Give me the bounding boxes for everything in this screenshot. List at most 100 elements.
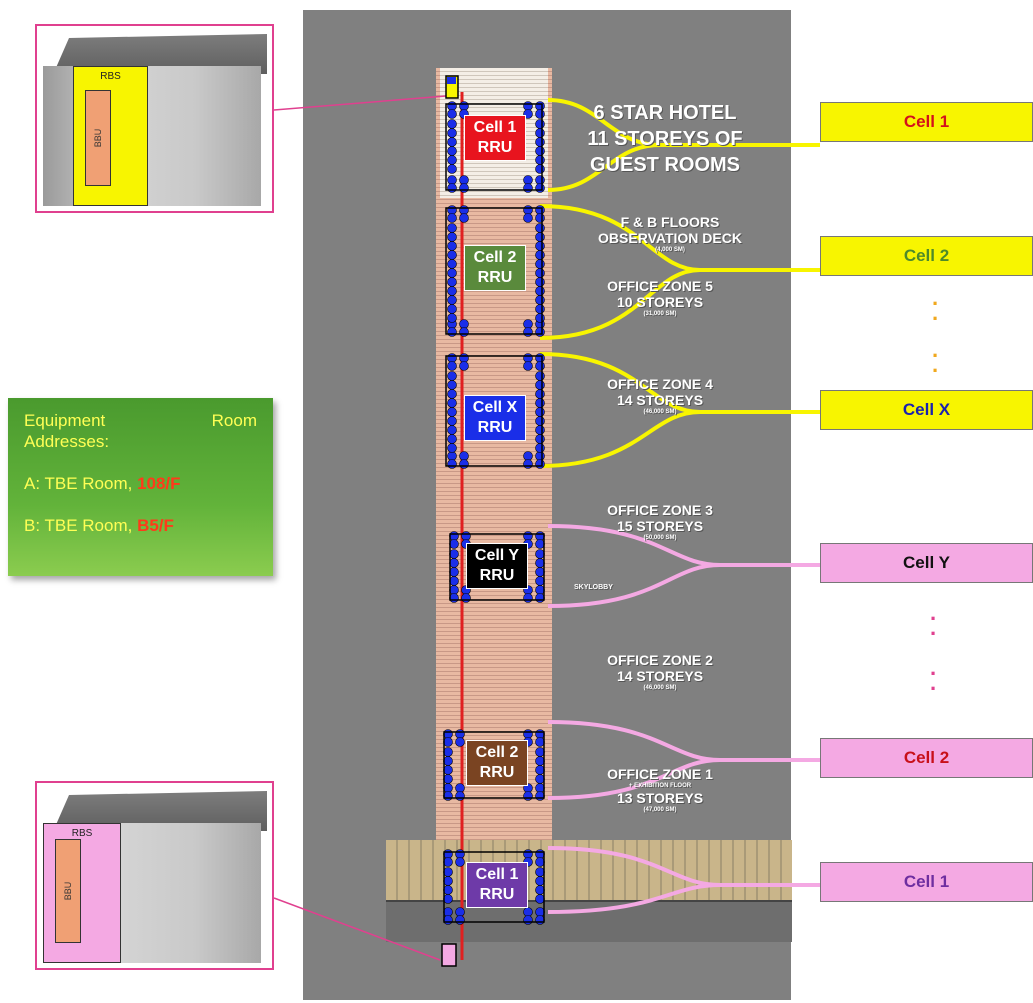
antenna-icon (524, 320, 533, 329)
zone-4-line2: 14 STOREYS (560, 392, 760, 408)
zone-2-area: (46,000 SM) (560, 684, 760, 692)
antenna-icon (536, 460, 545, 469)
antenna-icon (536, 260, 545, 269)
zone-office-3: OFFICE ZONE 3 15 STOREYS (50,000 SM) (560, 502, 760, 542)
antenna-icon (444, 868, 453, 877)
antenna-icon (448, 251, 457, 260)
antenna-icon (536, 278, 545, 287)
antenna-icon (448, 110, 457, 119)
antenna-icon (448, 184, 457, 193)
antenna-icon (536, 858, 545, 867)
antenna-icon (456, 858, 465, 867)
antenna-icon (524, 102, 533, 111)
antenna-icon (536, 224, 545, 233)
antenna-icon (536, 110, 545, 119)
antenna-icon (444, 850, 453, 859)
antenna-icon (536, 156, 545, 165)
rru-line2: RRU (465, 268, 525, 288)
rru-line1: Cell 1 (465, 118, 525, 138)
antenna-icon (536, 730, 545, 739)
antenna-icon (536, 296, 545, 305)
antenna-icon (448, 214, 457, 223)
antenna-icon (448, 260, 457, 269)
antenna-icon (536, 120, 545, 129)
antenna-icon (524, 730, 533, 739)
zone-1-line3: 13 STOREYS (560, 790, 760, 806)
rru-line1: Cell 1 (467, 865, 527, 885)
cell-label-2-top: Cell 2 (820, 236, 1033, 276)
antenna-icon (536, 328, 545, 337)
antenna-icon (536, 748, 545, 757)
antenna-icon (456, 850, 465, 859)
antenna-icon (536, 738, 545, 747)
antenna-icon (536, 372, 545, 381)
zone-1-area: (47,000 SM) (560, 806, 760, 814)
antenna-icon (536, 850, 545, 859)
antenna-icon (536, 408, 545, 417)
zone-4-area: (46,000 SM) (560, 408, 760, 416)
skylobby-label: SKYLOBBY (574, 584, 613, 591)
antenna-icon (448, 314, 457, 323)
zone-3-line1: OFFICE ZONE 3 (560, 502, 760, 518)
zone-4-line1: OFFICE ZONE 4 (560, 376, 760, 392)
antenna-icon (536, 251, 545, 260)
antenna-icon (536, 287, 545, 296)
antenna-icon (536, 775, 545, 784)
antenna-icon (460, 320, 469, 329)
antenna-icon (536, 305, 545, 314)
antenna-icon (536, 233, 545, 242)
antenna-icon (448, 390, 457, 399)
antenna-icon (460, 102, 469, 111)
antenna-icon (460, 184, 469, 193)
rru-cell-x: Cell XRRU (464, 395, 526, 441)
antenna-icon (524, 354, 533, 363)
antenna-icon (536, 886, 545, 895)
antenna-icon (450, 540, 459, 549)
antenna-icon (448, 233, 457, 242)
rru-line1: Cell X (465, 398, 525, 418)
zone-2-line1: OFFICE ZONE 2 (560, 652, 760, 668)
antenna-icon (448, 381, 457, 390)
antenna-icon (450, 532, 459, 541)
antenna-icon (536, 206, 545, 215)
antenna-icon (444, 916, 453, 925)
antenna-icon (444, 730, 453, 739)
antenna-icon (448, 328, 457, 337)
antenna-icon (448, 354, 457, 363)
rru-line1: Cell 2 (465, 248, 525, 268)
antenna-icon (524, 214, 533, 223)
ellipsis-pink-2: . (930, 615, 936, 641)
antenna-icon (456, 908, 465, 917)
antenna-icon (536, 444, 545, 453)
antenna-icon (524, 362, 533, 371)
antenna-icon (524, 460, 533, 469)
antenna-icon (450, 577, 459, 586)
antenna-icon (462, 532, 471, 541)
zone-office-5: OFFICE ZONE 5 10 STOREYS (31,000 SM) (560, 278, 760, 318)
antenna-icon (536, 102, 545, 111)
antenna-icon (536, 214, 545, 223)
antenna-icon (456, 730, 465, 739)
zone-fb: F & B FLOORS OBSERVATION DECK (4,000 SM) (560, 214, 780, 254)
antenna-icon (448, 362, 457, 371)
antenna-icon (460, 176, 469, 185)
antenna-icon (450, 594, 459, 603)
antenna-icon (524, 206, 533, 215)
antenna-icon (444, 858, 453, 867)
zone-hotel-line2: 11 STOREYS OF (560, 126, 770, 152)
antenna-icon (524, 452, 533, 461)
antenna-icon (444, 886, 453, 895)
antenna-icon (444, 738, 453, 747)
antenna-icon (444, 766, 453, 775)
antenna-icon (524, 850, 533, 859)
antenna-icon (524, 184, 533, 193)
antenna-icon (536, 452, 545, 461)
rru-cell-2-top: Cell 2RRU (464, 245, 526, 291)
antenna-icon (524, 594, 533, 603)
antenna-icon (448, 426, 457, 435)
antenna-icon (536, 269, 545, 278)
zone-office-4: OFFICE ZONE 4 14 STOREYS (46,000 SM) (560, 376, 760, 416)
antenna-icon (448, 129, 457, 138)
antenna-icon (536, 435, 545, 444)
cell-label-x: Cell X (820, 390, 1033, 430)
